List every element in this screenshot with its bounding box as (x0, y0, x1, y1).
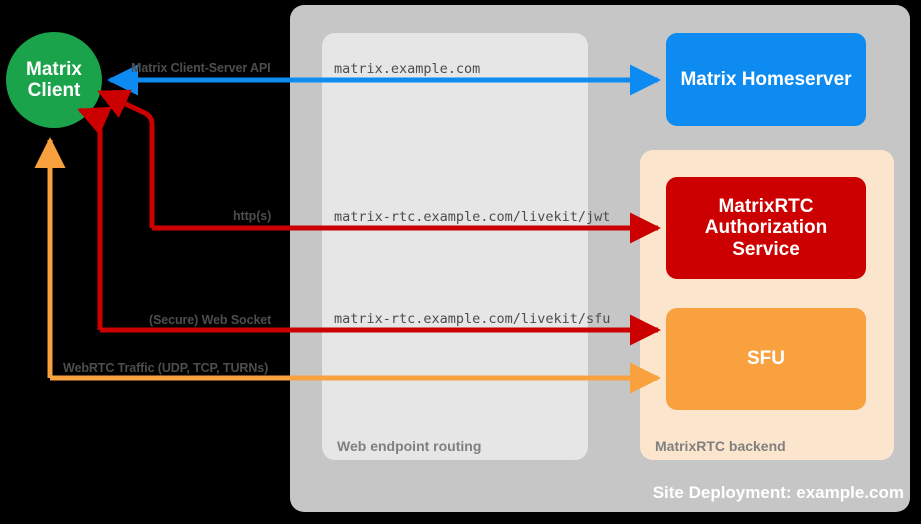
matrixrtc-authorization-service-label-wrap: MatrixRTC Authorization Service (666, 177, 866, 279)
matrix-homeserver-label-wrap: Matrix Homeserver (666, 33, 866, 126)
matrixrtc-authorization-service-node[interactable] (666, 177, 866, 279)
matrix-client-label-line1: Matrix (26, 58, 82, 80)
auth-service-line-1: MatrixRTC (718, 196, 814, 218)
matrix-client-label: Matrix Client (6, 32, 102, 128)
matrix-client-label-wrap: Matrix Client (6, 32, 102, 128)
sfu-node[interactable] (666, 308, 866, 410)
sfu-label: SFU (747, 348, 785, 370)
site-deployment-caption: Site Deployment: example.com (652, 483, 904, 502)
flow-secure-web-socket-return-to-client (77, 106, 112, 330)
group-caption-matrixrtc-backend: MatrixRTC backend (655, 438, 786, 454)
group-caption-web-endpoint-routing: Web endpoint routing (337, 438, 482, 454)
flow-https-jwt-return-to-client (97, 89, 155, 228)
sfu-label-wrap: SFU (666, 308, 866, 410)
matrix-homeserver-node[interactable] (666, 33, 866, 126)
matrix-client-label-line2: Client (27, 80, 81, 101)
matrix-client-node[interactable] (6, 32, 102, 128)
matrix-homeserver-label: Matrix Homeserver (680, 68, 852, 90)
web-endpoint-routing-container (322, 33, 588, 460)
auth-service-line-3: Service (732, 238, 800, 260)
matrixrtc-authorization-service-label: MatrixRTC Authorization Service (666, 177, 866, 279)
auth-service-line-2: Authorization (704, 217, 828, 239)
